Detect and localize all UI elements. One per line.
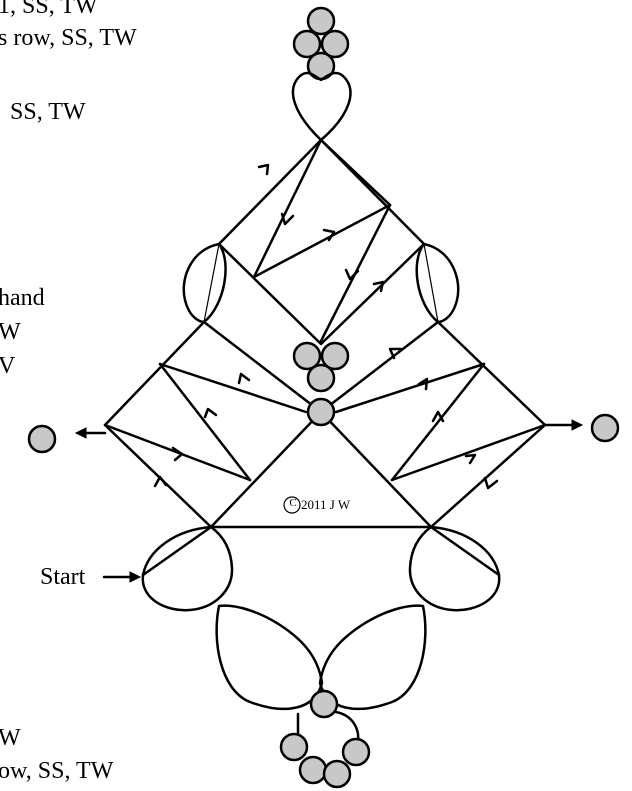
bottom-ring-left	[215, 604, 324, 710]
upper-internal-chains	[252, 138, 392, 345]
right-side-ring	[415, 242, 460, 324]
upper-diamond	[217, 138, 426, 346]
instruction-line-3: SS, TW	[10, 99, 86, 125]
start-arrow	[102, 571, 142, 583]
instruction-line-7: W	[0, 725, 21, 751]
copyright-mark	[283, 496, 301, 514]
left-side-ring	[182, 242, 227, 324]
direction-arrows	[153, 163, 499, 490]
copyright-label: C	[289, 497, 297, 509]
ring-right-lower	[408, 525, 501, 612]
bottom-ring-right	[318, 604, 427, 710]
instruction-line-8: ow, SS, TW	[0, 758, 114, 784]
top-bead-cluster	[292, 6, 350, 81]
copyright-year-author: 2011 J W	[301, 497, 351, 512]
instruction-line-6: V	[0, 353, 16, 379]
instruction-line-1: 1, SS, TW	[0, 0, 98, 19]
start-label: Start	[40, 564, 86, 590]
center-bead-cluster	[292, 341, 350, 427]
top-ring	[291, 71, 352, 142]
right-bead-arrow	[543, 413, 620, 443]
start-ring-left	[141, 525, 234, 612]
bottom-bead-cluster	[279, 689, 371, 789]
instruction-line-4: hand	[0, 285, 45, 311]
instruction-line-5: W	[0, 319, 21, 345]
instruction-line-2: s row, SS, TW	[0, 25, 137, 51]
left-internal-chains	[103, 362, 308, 482]
right-internal-chains	[334, 362, 547, 482]
left-bead-arrow	[27, 424, 107, 454]
